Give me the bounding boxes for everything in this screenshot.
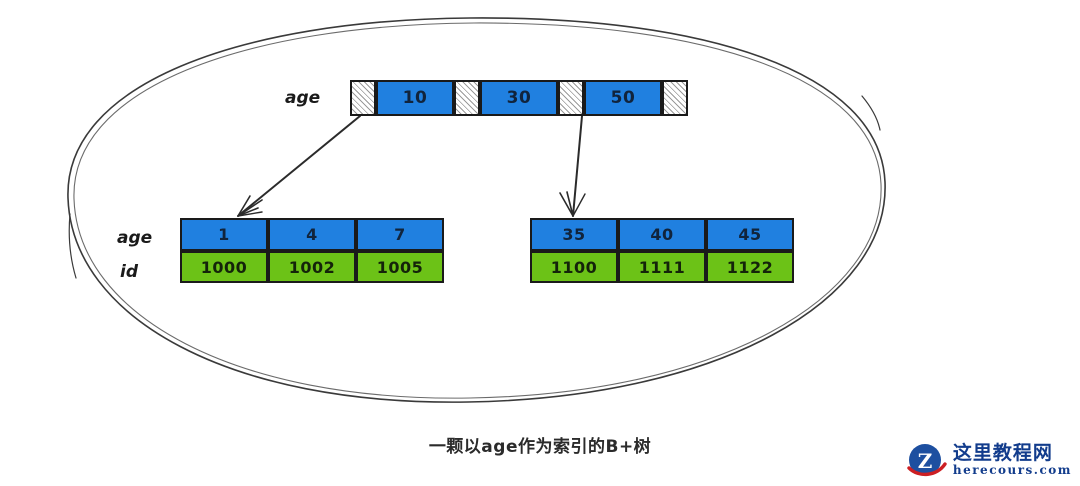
right-leaf-id-row: 1100 1111 1122	[530, 251, 794, 283]
left-leaf-id-2: 1005	[356, 251, 444, 283]
right-leaf-age-1: 40	[618, 218, 706, 251]
root-key-30: 30	[480, 80, 558, 116]
root-node: 10 30 50	[350, 80, 688, 116]
right-leaf-id-0: 1100	[530, 251, 618, 283]
left-leaf-age-1: 4	[268, 218, 356, 251]
watermark-site-name: 这里教程网	[952, 441, 1053, 464]
root-age-label: age	[285, 88, 321, 108]
watermark-logo-icon: Z	[907, 444, 947, 476]
left-leaf-id-1: 1002	[268, 251, 356, 283]
ellipse-tail-right	[861, 95, 881, 131]
watermark-url: herecours.com	[952, 462, 1072, 477]
right-leaf-age-0: 35	[530, 218, 618, 251]
left-leaf-id-row: 1000 1002 1005	[180, 251, 444, 283]
ellipse-tail-left	[68, 213, 77, 279]
left-leaf-node: 1 4 7 1000 1002 1005	[180, 218, 444, 283]
watermark: Z 这里教程网 herecours.com	[903, 438, 1072, 482]
left-leaf-age-row: 1 4 7	[180, 218, 444, 251]
leaf-id-label: id	[120, 262, 138, 282]
arrow-root-to-right-leaf	[559, 115, 586, 217]
leaf-age-label: age	[117, 228, 153, 248]
arrow-root-to-left-leaf	[237, 115, 361, 217]
diagram-caption: 一颗以age作为索引的B+树	[428, 437, 652, 457]
left-leaf-id-0: 1000	[180, 251, 268, 283]
root-pointer-1	[454, 80, 480, 116]
right-leaf-id-1: 1111	[618, 251, 706, 283]
root-pointer-0	[350, 80, 376, 116]
root-pointer-2	[558, 80, 584, 116]
root-key-50: 50	[584, 80, 662, 116]
right-leaf-node: 35 40 45 1100 1111 1122	[530, 218, 794, 283]
root-key-10: 10	[376, 80, 454, 116]
watermark-text-block: 这里教程网 herecours.com	[952, 441, 1072, 477]
watermark-logo-letter: Z	[918, 449, 933, 473]
root-pointer-3	[662, 80, 688, 116]
right-leaf-age-row: 35 40 45	[530, 218, 794, 251]
right-leaf-age-2: 45	[706, 218, 794, 251]
right-leaf-id-2: 1122	[706, 251, 794, 283]
left-leaf-age-2: 7	[356, 218, 444, 251]
ellipse-outline	[67, 17, 886, 403]
left-leaf-age-0: 1	[180, 218, 268, 251]
ellipse-outline-echo	[73, 22, 882, 399]
